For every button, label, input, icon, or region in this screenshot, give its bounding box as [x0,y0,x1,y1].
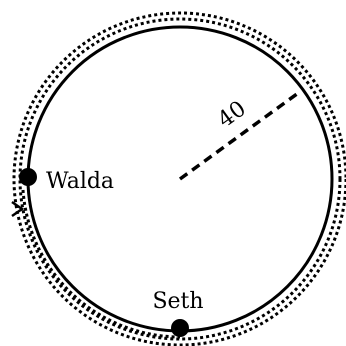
path-arc-walda-to-seth [21,189,181,339]
radius-label: 40 [214,96,251,133]
inner-dotted-track-ring [18,17,342,341]
outer-dotted-track-ring [12,11,346,346]
point-walda [19,168,37,186]
direction-arrow-icon [11,200,25,218]
radius-line [178,89,303,181]
point-seth [171,319,189,337]
point-label-seth: Seth [152,289,203,314]
point-label-walda: Walda [46,169,114,194]
